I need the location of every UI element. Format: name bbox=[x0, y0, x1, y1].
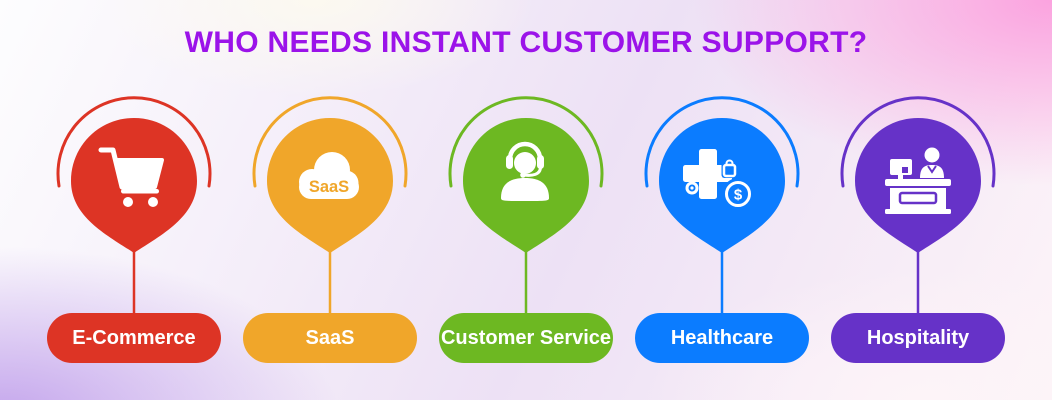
category-label-text: Hospitality bbox=[866, 326, 970, 349]
saas-cloud-text: SaaS bbox=[309, 178, 349, 196]
category-label-hospitality: Hospitality bbox=[831, 313, 1005, 363]
shopping-cart-icon bbox=[98, 147, 164, 207]
balloon-graphic: $ bbox=[644, 96, 800, 313]
category-label-text: Healthcare bbox=[670, 326, 774, 349]
page-title: WHO NEEDS INSTANT CUSTOMER SUPPORT? bbox=[184, 26, 868, 59]
balloon-arc bbox=[840, 96, 996, 188]
dollar-coin-symbol: $ bbox=[734, 187, 743, 204]
balloon-graphic bbox=[448, 96, 604, 313]
category-label-healthcare: Healthcare bbox=[635, 313, 809, 363]
headset-agent-icon bbox=[501, 141, 549, 201]
balloon-group-saas: SaaS SaaS bbox=[235, 95, 425, 363]
category-label-text: E-Commerce bbox=[72, 326, 196, 349]
category-label-customer-service: Customer Service bbox=[439, 313, 613, 363]
balloon-group-ecommerce: E-Commerce bbox=[39, 95, 229, 363]
balloon-shape bbox=[659, 118, 785, 253]
balloon-arc bbox=[56, 96, 212, 188]
balloon-group-hospitality: Hospitality bbox=[823, 95, 1013, 363]
balloon-arc bbox=[644, 96, 800, 188]
balloon-arc bbox=[252, 96, 408, 188]
category-label-ecommerce: E-Commerce bbox=[47, 313, 221, 363]
balloon-graphic: SaaS bbox=[252, 96, 408, 313]
balloon-graphic bbox=[840, 96, 996, 313]
healthcare-cross-coin-icon: $ bbox=[683, 149, 754, 210]
saas-cloud-icon: SaaS bbox=[299, 152, 359, 199]
balloon-row: E-Commerce SaaS SaaS bbox=[0, 95, 1052, 363]
category-label-text: SaaS bbox=[305, 326, 355, 349]
balloon-group-customer-service: Customer Service bbox=[431, 95, 621, 363]
reception-desk-icon bbox=[885, 147, 951, 214]
category-label-saas: SaaS bbox=[243, 313, 417, 363]
balloon-graphic bbox=[56, 96, 212, 313]
balloon-arc bbox=[448, 96, 604, 188]
balloon-group-healthcare: $ Healthcare bbox=[627, 95, 817, 363]
category-label-text: Customer Service bbox=[440, 326, 612, 349]
